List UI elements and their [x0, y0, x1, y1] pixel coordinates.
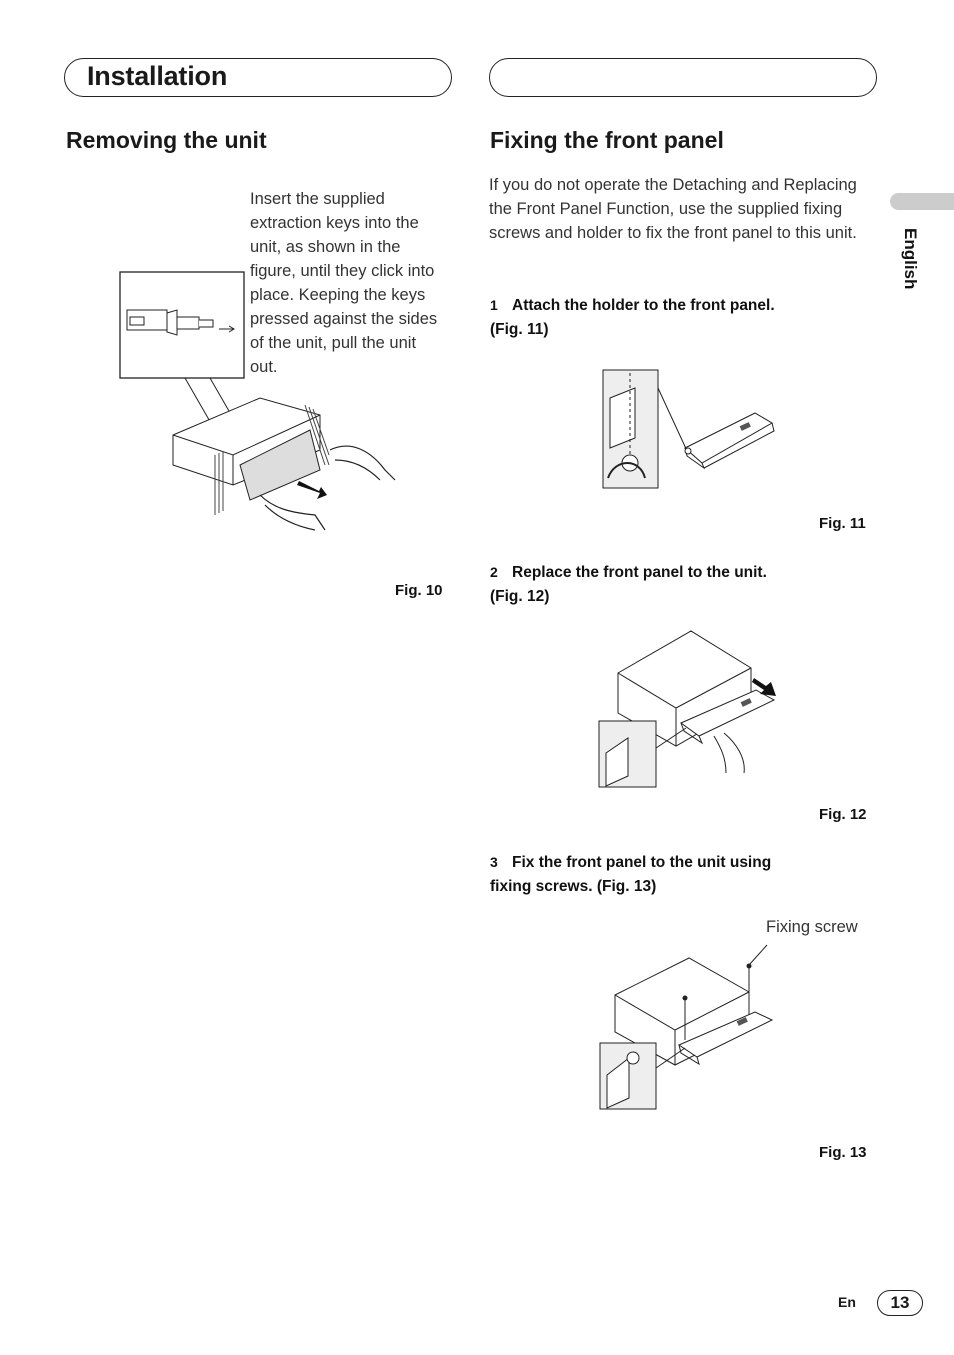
removing-unit-instructions: Insert the supplied extraction keys into… [250, 190, 438, 376]
step-number: 2 [490, 564, 498, 580]
figure-10-caption: Fig. 10 [395, 582, 443, 599]
step-2: 2 Replace the front panel to the unit. (F… [490, 560, 870, 609]
figure-11-caption: Fig. 11 [819, 515, 866, 532]
step-3-line1: Fix the front panel to the unit using [512, 854, 772, 871]
figure-12-illustration [598, 630, 776, 788]
fixing-panel-heading: Fixing the front panel [490, 127, 724, 153]
page-number: 13 [877, 1290, 923, 1316]
figure-13-illustration [599, 944, 774, 1110]
step-1-line2: (Fig. 11) [490, 321, 549, 338]
step-number: 1 [490, 297, 498, 313]
step-2-line2: (Fig. 12) [490, 588, 550, 605]
step-2-line1: Replace the front panel to the unit. [512, 564, 767, 581]
language-tab-marker [890, 193, 954, 210]
step-1-line1: Attach the holder to the front panel. [512, 297, 775, 314]
section-header-right [489, 58, 877, 97]
step-3-line2: fixing screws. (Fig. 13) [490, 878, 657, 895]
fixing-panel-intro: If you do not operate the Detaching and … [489, 176, 857, 242]
figure-12-caption: Fig. 12 [819, 806, 867, 823]
footer-language-code: En [838, 1294, 856, 1310]
figure-13-caption: Fig. 13 [819, 1144, 867, 1161]
language-label: English [901, 228, 920, 290]
step-3: 3 Fix the front panel to the unit using f… [490, 850, 870, 899]
removing-unit-heading: Removing the unit [66, 127, 267, 153]
figure-10-illustration [119, 271, 396, 531]
section-title: Installation [87, 61, 228, 91]
section-header: Installation [64, 58, 452, 97]
step-number: 3 [490, 854, 498, 870]
fixing-screw-label: Fixing screw [766, 918, 858, 936]
figure-11-illustration [602, 369, 775, 489]
step-1: 1 Attach the holder to the front panel. (… [490, 293, 870, 342]
